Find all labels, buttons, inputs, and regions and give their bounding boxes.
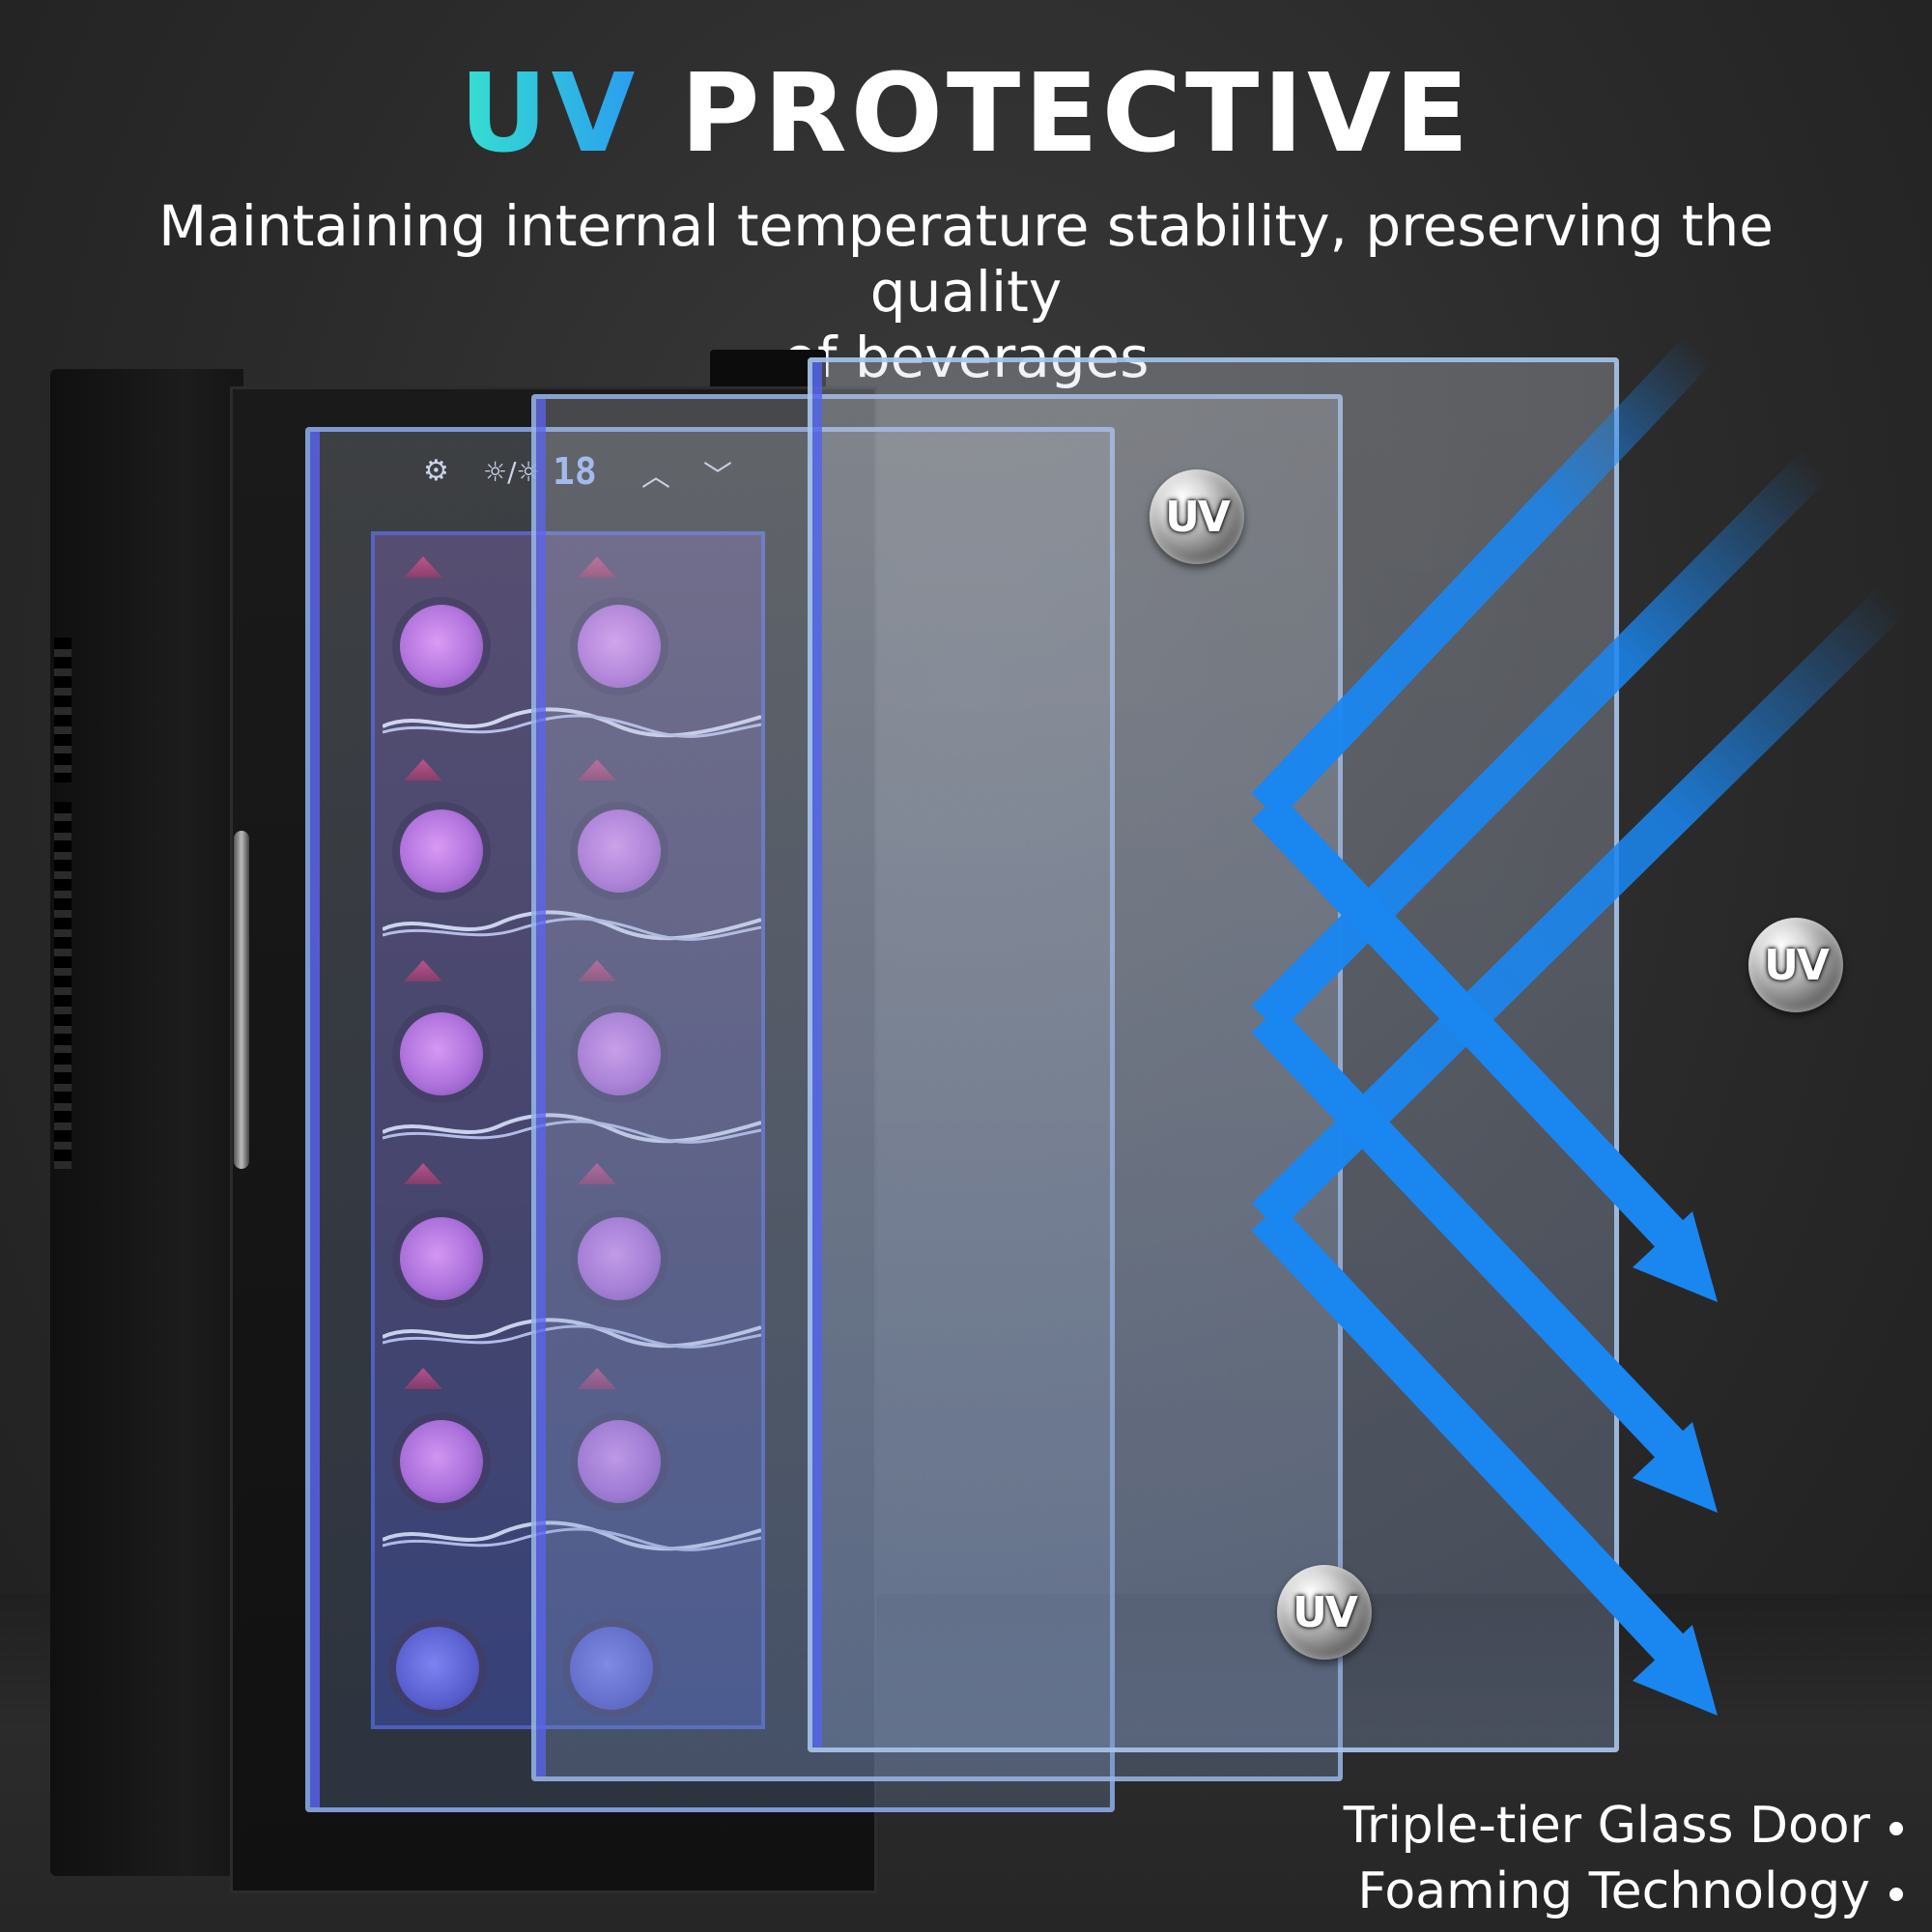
feature-label: Triple-tier Glass Door — [1343, 1797, 1870, 1855]
wine-rack — [382, 699, 761, 738]
page-title: UV PROTECTIVE — [0, 60, 1932, 168]
panel-edge — [812, 362, 822, 1747]
wine-bottle — [400, 810, 483, 893]
feature-list: Triple-tier Glass Door Foaming Technolog… — [1344, 1793, 1903, 1924]
glass-panel-outer — [808, 357, 1619, 1752]
uv-badge-icon: UV — [1150, 469, 1244, 564]
gear-icon[interactable]: ⚙ — [423, 454, 449, 488]
wine-bottle — [400, 605, 483, 688]
wine-bottle — [400, 1420, 483, 1503]
door-window — [371, 531, 765, 1729]
uv-badge-icon: UV — [1748, 918, 1843, 1012]
wine-rack — [382, 1513, 761, 1551]
wine-bottle — [400, 1217, 483, 1300]
cabinet-top-tab — [710, 350, 826, 388]
uv-badge-icon: UV — [1277, 1565, 1372, 1660]
panel-edge — [536, 399, 546, 1776]
door-handle — [234, 831, 249, 1169]
feature-label: Foaming Technology — [1357, 1862, 1870, 1920]
feature-item: Foaming Technology — [1344, 1859, 1903, 1924]
wine-bottle — [578, 810, 661, 893]
bullet-icon — [1889, 1888, 1903, 1901]
light-icon[interactable]: ☼/☼ — [483, 456, 541, 488]
panel-edge — [310, 432, 320, 1807]
temperature-display: 18 — [553, 450, 597, 493]
chevron-up-icon[interactable]: ︿ — [641, 452, 670, 495]
wine-bottle — [578, 1217, 661, 1300]
wine-rack — [382, 902, 761, 941]
wine-bottle — [578, 1420, 661, 1503]
cabinet-side — [50, 369, 243, 1876]
vent-grille — [54, 802, 71, 1169]
wine-bottle — [578, 1012, 661, 1095]
wine-bottle — [578, 605, 661, 688]
wine-bottle — [396, 1627, 479, 1710]
wine-rack — [382, 1105, 761, 1144]
page-subtitle: Maintaining internal temperature stabili… — [77, 193, 1855, 390]
glass-panel-inner — [305, 427, 1115, 1812]
title-accent: UV — [459, 51, 639, 177]
title-rest: PROTECTIVE — [680, 51, 1473, 177]
wine-bottle — [570, 1627, 653, 1710]
chevron-down-icon[interactable]: ﹀ — [703, 452, 732, 495]
vent-grille — [54, 638, 71, 782]
wine-rack — [382, 1310, 761, 1349]
subtitle-line-1: Maintaining internal temperature stabili… — [158, 193, 1774, 325]
wine-bottle — [400, 1012, 483, 1095]
bullet-icon — [1889, 1822, 1903, 1835]
feature-item: Triple-tier Glass Door — [1344, 1793, 1903, 1859]
